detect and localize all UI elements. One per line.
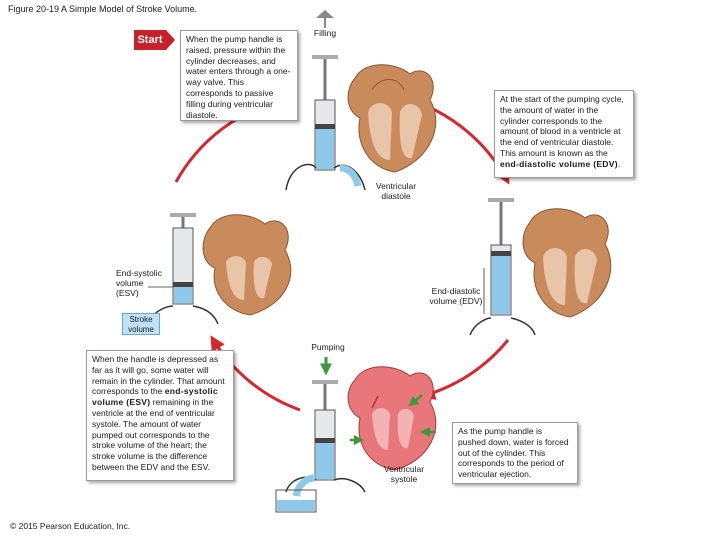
text-box-systole: As the pump handle is pushed down, water… xyxy=(452,422,578,484)
label-pumping: Pumping xyxy=(311,342,345,352)
pump-end-diastolic xyxy=(469,198,536,336)
label-ventricular-systole: Ventricular systole xyxy=(383,464,425,484)
pump-filling xyxy=(285,10,366,191)
text-box-edv: At the start of the pumping cycle, the a… xyxy=(494,90,634,178)
text-box-esv: When the handle is depressed as far as i… xyxy=(86,350,234,481)
pump-pumping xyxy=(275,357,366,513)
stroke-volume-badge: Stroke volume xyxy=(122,313,160,335)
start-label: Start xyxy=(134,30,166,50)
start-marker: Start xyxy=(134,30,175,50)
label-end-diastolic-volume: End-diastolic volume (EDV) xyxy=(429,286,483,306)
heart-diastole-top xyxy=(347,64,437,173)
cycle-arrow-bottom-left xyxy=(210,335,301,412)
start-arrow-icon xyxy=(166,30,175,50)
label-end-systolic-volume: End-systolic volume (ESV) xyxy=(116,268,162,298)
cycle-arrow-bottom-right xyxy=(420,339,510,400)
text-box-start: When the pump handle is raised, pressure… xyxy=(180,30,298,121)
heart-systole-left xyxy=(202,214,292,316)
heart-systole-bottom xyxy=(347,366,437,471)
copyright-notice: © 2015 Pearson Education, Inc. xyxy=(10,521,131,531)
label-filling: Filling xyxy=(313,28,337,38)
label-ventricular-diastole: Ventricular diastole xyxy=(375,181,417,201)
pump-end-systolic xyxy=(148,213,219,325)
figure-title: Figure 20-19 A Simple Model of Stroke Vo… xyxy=(8,4,198,14)
heart-diastole-right xyxy=(522,208,612,318)
